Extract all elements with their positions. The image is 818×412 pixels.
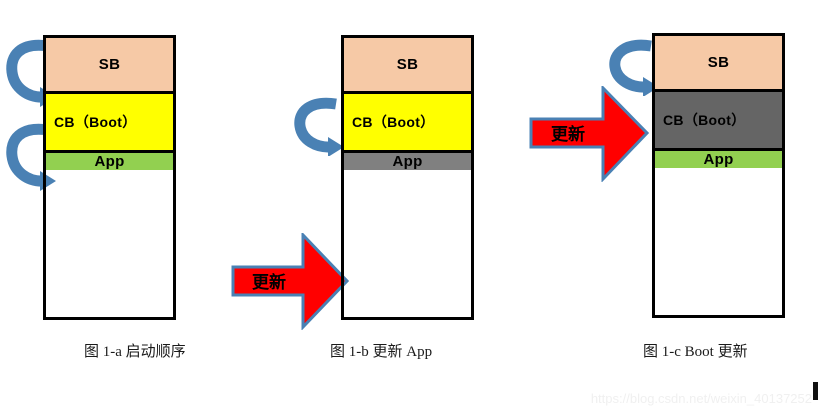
memory-block-app-label: App bbox=[703, 151, 734, 168]
update-arrow-boot[interactable] bbox=[529, 86, 649, 182]
figure-a-caption: 图 1-a 启动顺序 bbox=[84, 344, 186, 360]
update-arrow-app[interactable] bbox=[231, 233, 349, 330]
update-arrow-app-label: 更新 bbox=[252, 273, 286, 292]
memory-block-sb[interactable]: SB bbox=[46, 38, 173, 91]
memory-block-sb[interactable]: SB bbox=[655, 36, 782, 89]
watermark-url: https://blog.csdn.net/weixin_40137252 bbox=[590, 391, 812, 406]
memory-block-sb-label: SB bbox=[396, 56, 419, 73]
loop-arrow-to-cb bbox=[294, 97, 344, 156]
figure-c-caption: 图 1-c Boot 更新 bbox=[643, 344, 748, 360]
memory-block-sb[interactable]: SB bbox=[344, 38, 471, 91]
watermark-tick-mark bbox=[813, 382, 818, 400]
memory-block-cb[interactable]: CB（Boot） bbox=[344, 91, 471, 150]
memory-block-cb-label: CB（Boot） bbox=[663, 112, 746, 128]
memory-block-app[interactable]: App bbox=[344, 150, 471, 170]
memory-block-app-label: App bbox=[94, 153, 125, 170]
memory-stack-c: SB CB（Boot） App bbox=[652, 33, 785, 318]
memory-block-cb[interactable]: CB（Boot） bbox=[655, 89, 782, 148]
figure-b-caption: 图 1-b 更新 App bbox=[330, 344, 433, 360]
memory-block-app[interactable]: App bbox=[46, 150, 173, 170]
memory-block-sb-label: SB bbox=[98, 56, 121, 73]
memory-block-cb-label: CB（Boot） bbox=[352, 114, 435, 130]
memory-block-cb-label: CB（Boot） bbox=[54, 114, 137, 130]
memory-stack-b: SB CB（Boot） App bbox=[341, 35, 474, 320]
memory-block-sb-label: SB bbox=[707, 54, 730, 71]
memory-block-cb[interactable]: CB（Boot） bbox=[46, 91, 173, 150]
memory-block-app-label: App bbox=[392, 153, 423, 170]
update-arrow-boot-label: 更新 bbox=[551, 125, 585, 144]
memory-stack-a: SB CB（Boot） App bbox=[43, 35, 176, 320]
memory-block-app[interactable]: App bbox=[655, 148, 782, 168]
